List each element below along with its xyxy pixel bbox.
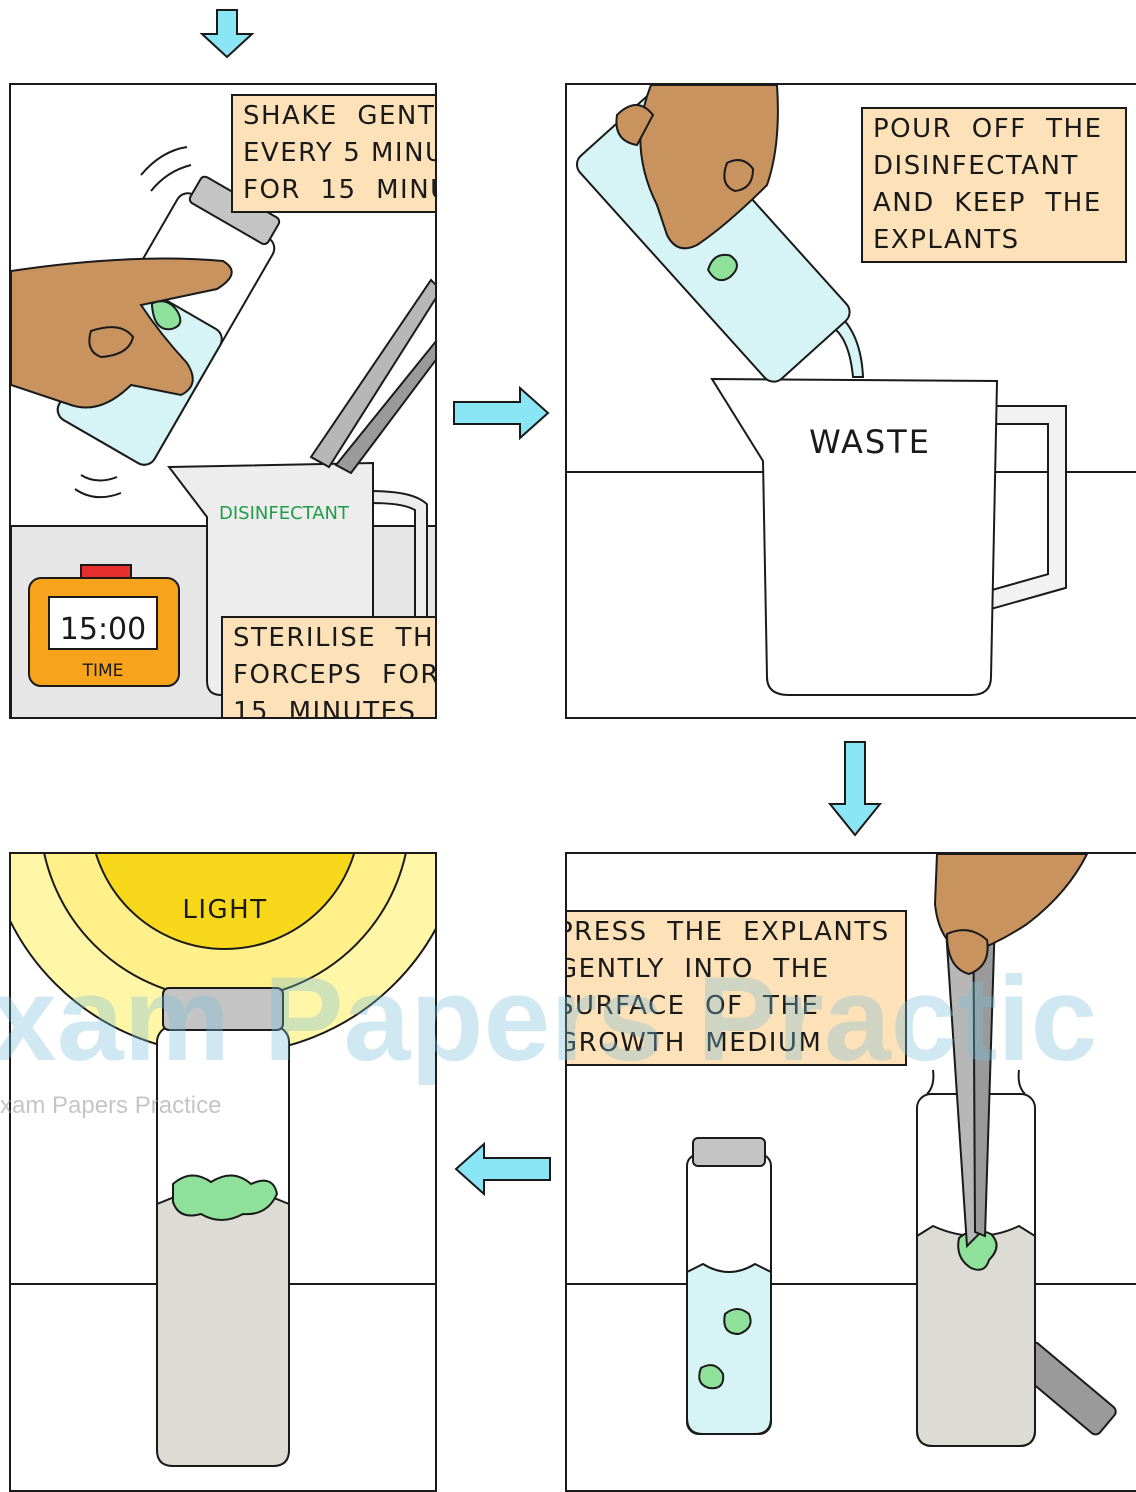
disinfectant-label: DISINFECTANT bbox=[219, 503, 350, 524]
flow-arrow-right bbox=[452, 386, 552, 440]
watermark-subtext: xam Papers Practice bbox=[0, 1092, 221, 1120]
caption-sterilise: STERILISE THE FORCEPS FOR 15 MINUTES bbox=[221, 616, 437, 719]
panel-shake: 15:00 TIME DISINFECTANT SHAKE GENTLY EVE… bbox=[9, 83, 437, 719]
small-tube bbox=[687, 1138, 771, 1434]
forceps-icon bbox=[311, 280, 437, 473]
panel-light: LIGHT bbox=[9, 852, 437, 1492]
flow-arrow-down-top bbox=[198, 8, 256, 60]
caption-shake: SHAKE GENTLY EVERY 5 MINUTES FOR 15 MINU… bbox=[231, 94, 437, 213]
flow-arrow-down-mid bbox=[826, 740, 884, 838]
timer-display: 15:00 bbox=[60, 612, 146, 647]
waste-label: WASTE bbox=[809, 423, 931, 461]
timer-label: TIME bbox=[82, 661, 124, 681]
panel-pour: WASTE POUR OFF THE DISINFECTANT AND KEEP… bbox=[565, 83, 1136, 719]
flow-arrow-left bbox=[452, 1142, 552, 1196]
light-label: LIGHT bbox=[182, 895, 267, 925]
caption-pour: POUR OFF THE DISINFECTANT AND KEEP THE E… bbox=[861, 107, 1127, 263]
watermark-text: xam Papers Practic bbox=[0, 950, 1097, 1088]
panel-press: PRESS THE EXPLANTS GENTLY INTO THE SURFA… bbox=[565, 852, 1136, 1492]
